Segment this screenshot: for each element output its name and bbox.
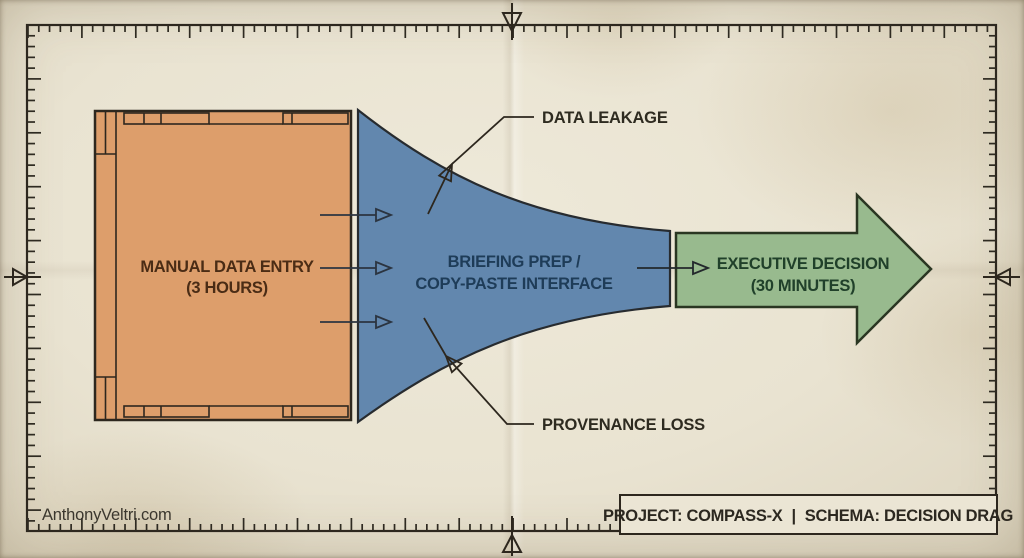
process-label-line1: BRIEFING PREP / bbox=[448, 253, 581, 271]
registration-mark-top bbox=[501, 3, 523, 40]
input-label-line1: MANUAL DATA ENTRY bbox=[140, 258, 314, 276]
input-box bbox=[93, 109, 353, 422]
flow-arrow-middle bbox=[320, 260, 394, 276]
callout-data-leakage: DATA LEAKAGE bbox=[427, 109, 668, 215]
watermark-text: AnthonyVeltri.com bbox=[42, 506, 172, 524]
open-arrowhead-icon bbox=[437, 161, 454, 183]
output-label-line1: EXECUTIVE DECISION bbox=[717, 255, 889, 273]
handoff-arrow bbox=[637, 260, 711, 276]
triangle-right-icon bbox=[12, 267, 30, 287]
ruler-ticks-top bbox=[27, 25, 989, 38]
process-label-line2: COPY-PASTE INTERFACE bbox=[415, 275, 613, 293]
output-label-line2: (30 MINUTES) bbox=[751, 277, 856, 295]
data-leakage-label: DATA LEAKAGE bbox=[542, 109, 668, 127]
leakage-leader-line bbox=[427, 116, 534, 215]
open-arrowhead-icon bbox=[692, 260, 711, 276]
triangle-left-icon bbox=[992, 267, 1011, 287]
flow-arrow-top bbox=[320, 207, 394, 223]
title-block-frame bbox=[619, 494, 998, 535]
registration-mark-left bbox=[4, 267, 41, 287]
ruler-ticks-left bbox=[28, 24, 41, 522]
stage-input-box: MANUAL DATA ENTRY (3 HOURS) bbox=[93, 109, 353, 422]
open-arrowhead-icon bbox=[375, 260, 394, 276]
open-arrowhead-icon bbox=[375, 207, 394, 223]
registration-mark-bottom bbox=[501, 516, 523, 556]
triangle-up-icon bbox=[501, 532, 523, 553]
project-label: PROJECT: COMPASS-X bbox=[603, 507, 783, 525]
open-arrowhead-icon bbox=[444, 354, 464, 374]
open-arrowhead-icon bbox=[375, 314, 394, 330]
stage-output-arrow: EXECUTIVE DECISION (30 MINUTES) bbox=[674, 191, 933, 347]
input-flow-arrows bbox=[320, 207, 394, 330]
provenance-loss-label: PROVENANCE LOSS bbox=[542, 416, 705, 434]
decision-arrow-shape bbox=[674, 191, 933, 347]
flow-arrow-bottom bbox=[320, 314, 394, 330]
title-block: PROJECT: COMPASS-X | SCHEMA: DECISION DRAG bbox=[603, 494, 1013, 535]
separator: | bbox=[791, 507, 795, 525]
triangle-down-icon bbox=[501, 12, 523, 34]
title-block-text: PROJECT: COMPASS-X | SCHEMA: DECISION DRAG bbox=[603, 507, 1013, 525]
registration-mark-right bbox=[983, 267, 1020, 287]
ruler-ticks-right bbox=[983, 24, 996, 522]
schema-label: SCHEMA: DECISION DRAG bbox=[805, 507, 1013, 525]
input-label-line2: (3 HOURS) bbox=[186, 279, 268, 297]
provenance-leader-line bbox=[423, 317, 534, 425]
input-box-plan-details bbox=[95, 111, 349, 420]
callout-provenance-loss: PROVENANCE LOSS bbox=[423, 317, 705, 434]
stage-process-funnel: BRIEFING PREP / COPY-PASTE INTERFACE bbox=[356, 107, 672, 425]
